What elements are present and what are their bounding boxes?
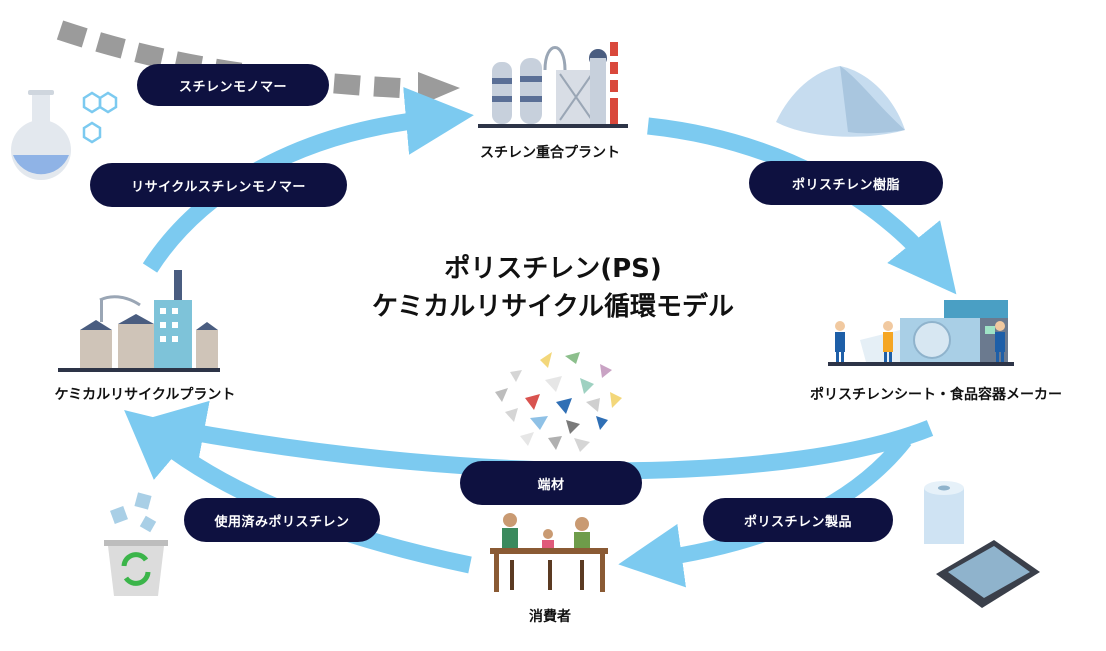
- used-polystyrene-pill: 使用済みポリスチレン: [184, 498, 380, 542]
- sheet-maker-label: ポリスチレンシート・食品容器メーカー: [810, 387, 1062, 403]
- diagram-title: ポリスチレン(PS) ケミカルリサイクル循環モデル: [353, 250, 753, 326]
- styrene-monomer-pill: スチレンモノマー: [137, 64, 329, 106]
- polymerization-plant-icon: [478, 42, 628, 128]
- molecule-icon: [82, 91, 118, 144]
- polystyrene-products-pill: ポリスチレン製品: [703, 498, 893, 542]
- flask-icon: [11, 90, 71, 180]
- recycle-bin-icon: [104, 492, 168, 596]
- worker-icon: [835, 321, 845, 362]
- worker-icon: [883, 321, 893, 362]
- recycled-styrene-monomer-pill: リサイクルスチレンモノマー: [90, 163, 347, 207]
- worker-icon: [995, 321, 1005, 362]
- recycle-plant-icon: [58, 270, 220, 372]
- diagram-title-line1: ポリスチレン(PS): [444, 254, 662, 284]
- sheet-machine-icon: [828, 300, 1014, 366]
- food-tray-icon: [936, 540, 1040, 608]
- consumer-label: 消費者: [529, 609, 571, 625]
- product-roll-icon: [924, 481, 964, 544]
- resin-pellet-pile-icon: [776, 66, 905, 137]
- polymerization-plant-label: スチレン重合プラント: [480, 145, 620, 161]
- consumer-family-icon: [490, 513, 608, 592]
- polystyrene-resin-pill: ポリスチレン樹脂: [749, 161, 943, 205]
- offcuts-pill: 端材: [460, 461, 642, 505]
- plastic-flakes-icon: [495, 352, 622, 452]
- diagram-title-line2: ケミカルリサイクル循環モデル: [372, 292, 734, 322]
- recycle-plant-label: ケミカルリサイクルプラント: [54, 387, 236, 403]
